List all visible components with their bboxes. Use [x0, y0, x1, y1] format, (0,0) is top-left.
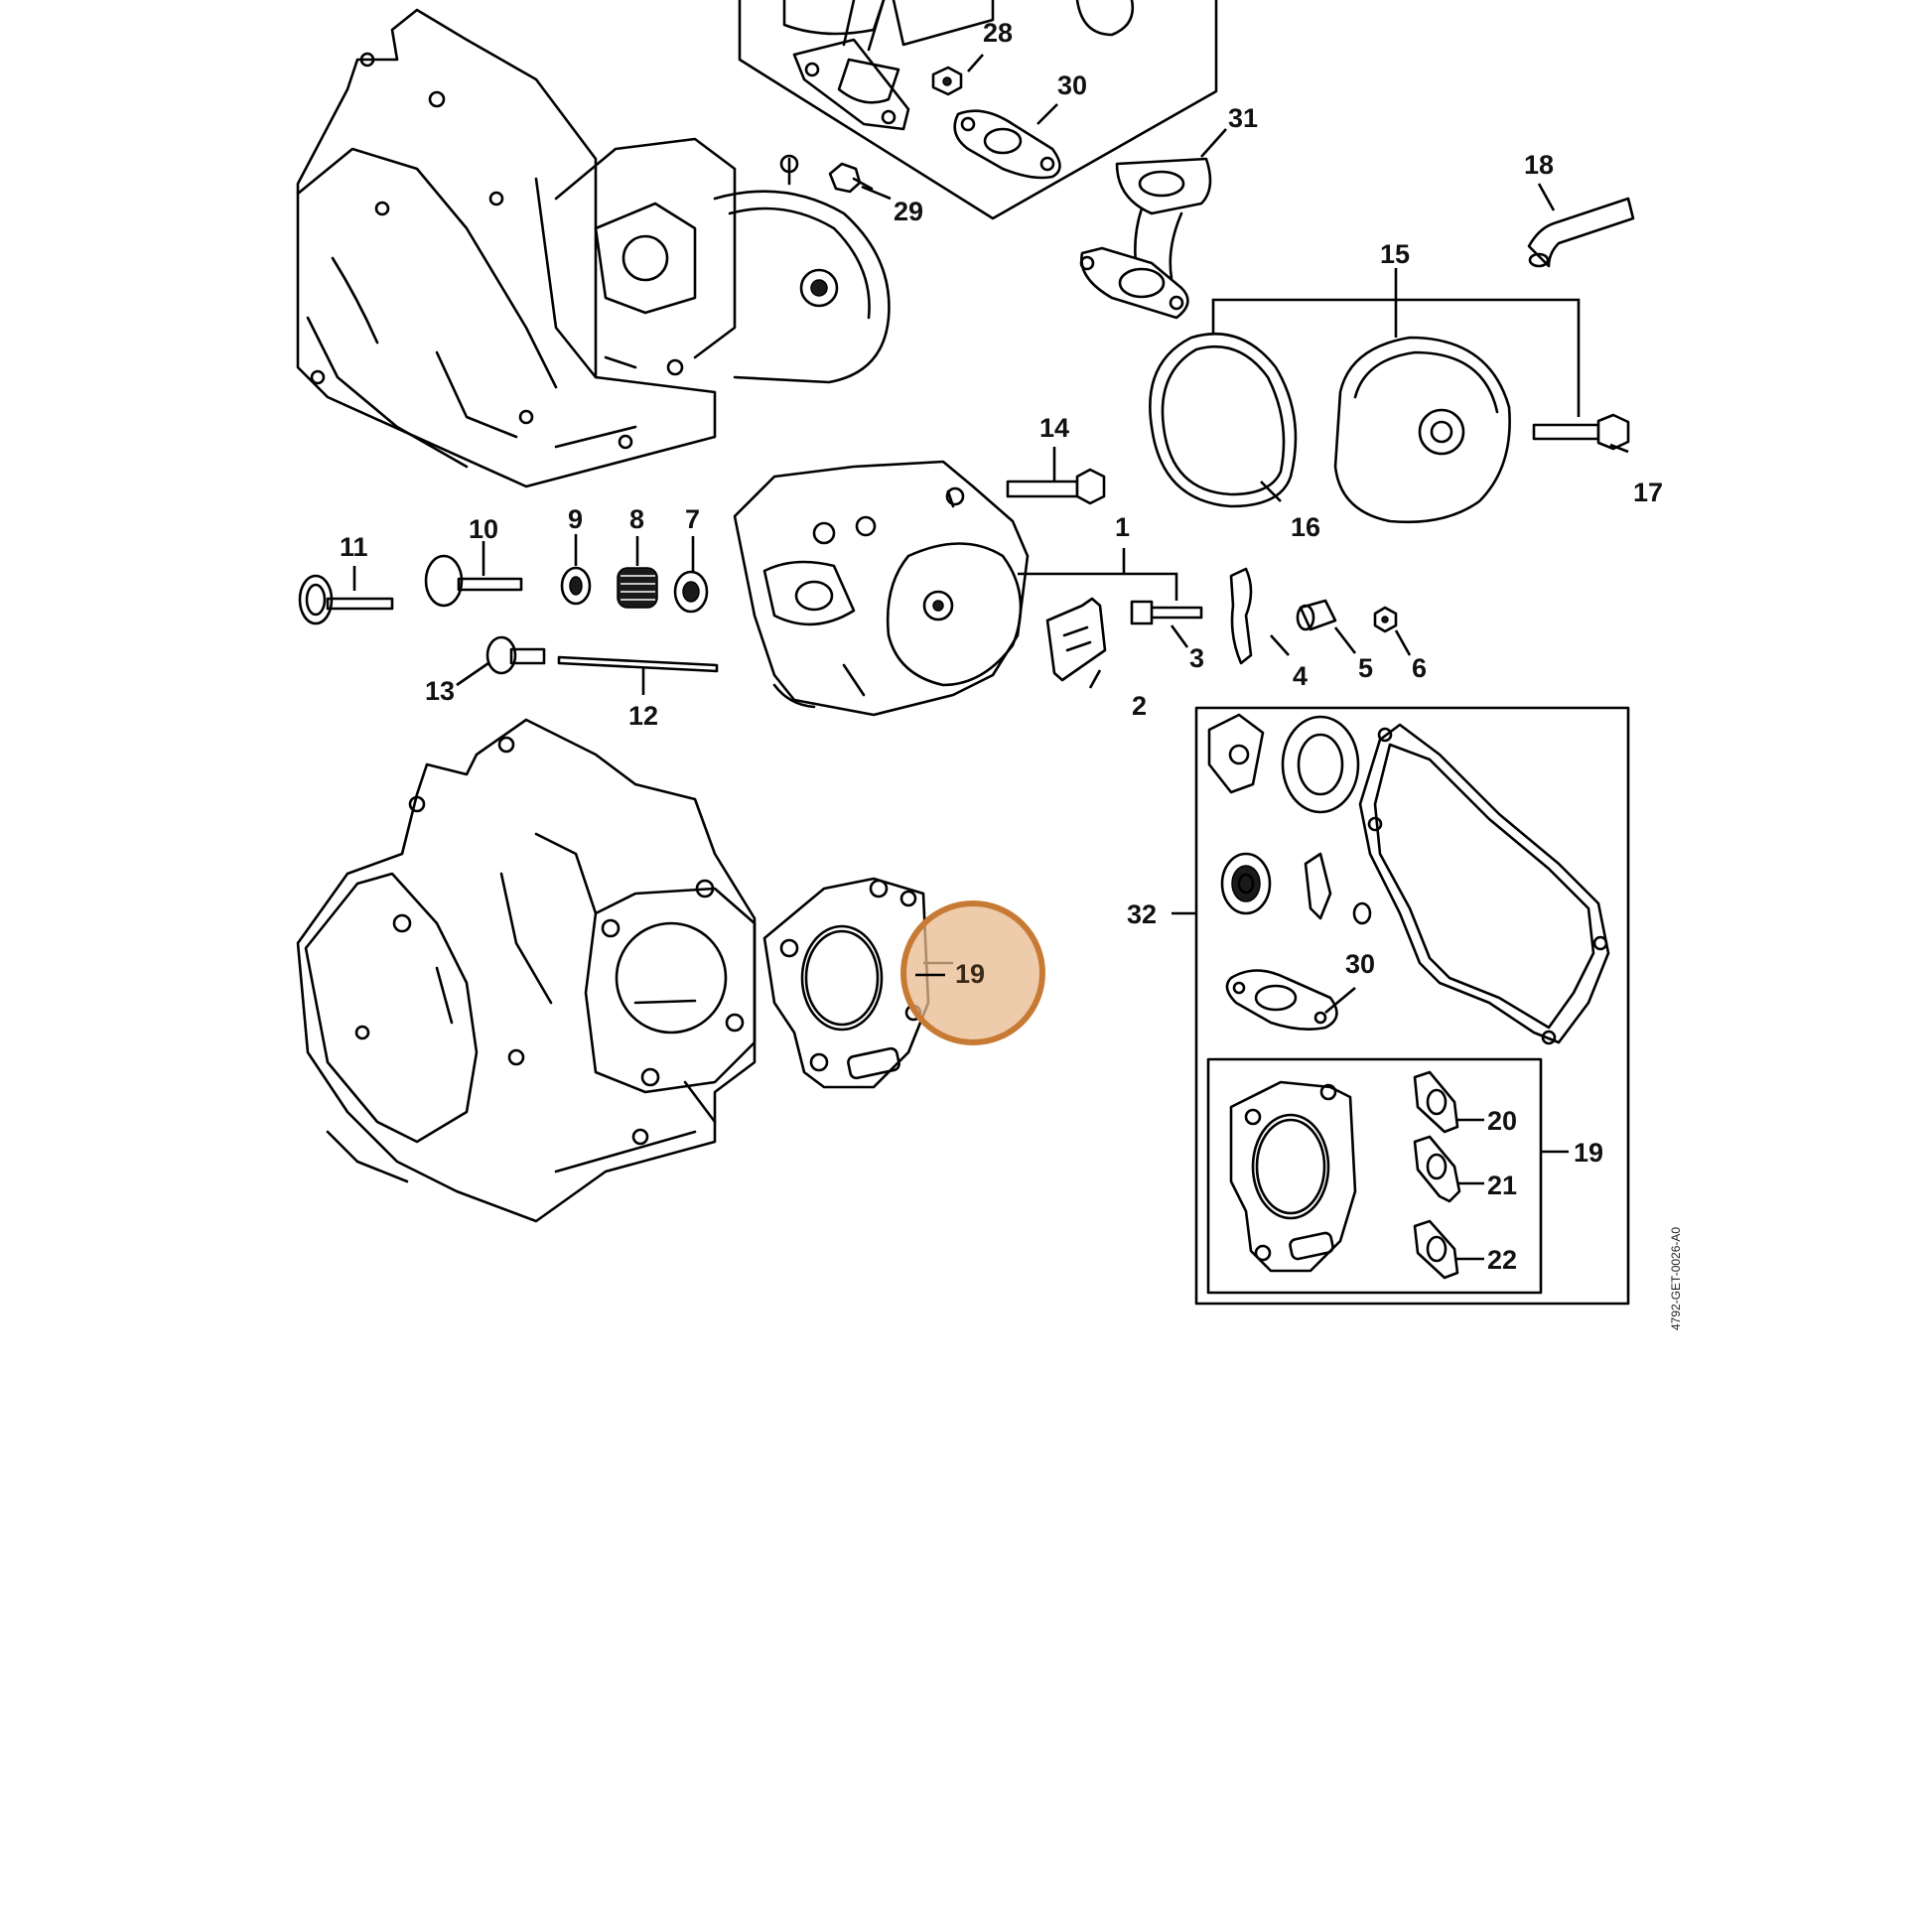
hose-18: [1527, 197, 1635, 268]
pivot-5: [1296, 599, 1337, 631]
retainer-9: [560, 566, 592, 606]
tappet-13: [485, 635, 546, 675]
valve-cover-15: [1333, 336, 1511, 524]
rocker-arm-4: [1229, 567, 1253, 665]
label-30-top: 30: [1057, 70, 1087, 100]
bracket-15: [1211, 268, 1581, 417]
label-20: 20: [1487, 1106, 1517, 1136]
label-19-box: 19: [1574, 1138, 1603, 1168]
label-22: 22: [1487, 1245, 1517, 1275]
exhaust-pipe-31: [1079, 157, 1212, 320]
label-13: 13: [425, 676, 455, 706]
label-21: 21: [1487, 1171, 1517, 1200]
label-15: 15: [1380, 239, 1410, 269]
label-8: 8: [629, 504, 644, 534]
highlight-label-19: 19: [955, 959, 985, 989]
label-9: 9: [568, 504, 583, 534]
label-31: 31: [1228, 103, 1258, 133]
muffler-box: [738, 0, 1218, 220]
crankcase-lower: [296, 718, 757, 1223]
part-labels: 28 30 31 29 18 15 14 16 17 1 2 3 4 5 6 1…: [340, 18, 1683, 1330]
nut-6: [1373, 606, 1398, 633]
label-5: 5: [1358, 653, 1373, 683]
gasket-16: [1149, 332, 1298, 508]
label-11: 11: [340, 532, 368, 562]
gasket-30-top: [953, 109, 1061, 180]
label-10: 10: [469, 514, 498, 544]
cylinder-head: [733, 460, 1030, 717]
nut-28: [931, 66, 963, 96]
label-18: 18: [1524, 150, 1554, 180]
gasket-kit-32: [1172, 706, 1630, 1306]
label-16: 16: [1291, 512, 1320, 542]
drawing-code: 4792-GET-0026-A0: [1669, 1227, 1683, 1330]
label-1: 1: [1115, 512, 1130, 542]
valve-11: [298, 574, 394, 625]
bracket-1: [1018, 548, 1178, 601]
screw-17: [1532, 413, 1630, 451]
label-6: 6: [1412, 653, 1427, 683]
gasket-set-19: [1206, 1057, 1569, 1295]
label-17: 17: [1633, 478, 1663, 507]
engine-assembly-top: [296, 8, 891, 488]
label-28: 28: [983, 18, 1013, 48]
label-14: 14: [1039, 413, 1069, 443]
label-7: 7: [685, 504, 700, 534]
label-2: 2: [1132, 691, 1147, 721]
label-32: 32: [1127, 899, 1157, 929]
label-12: 12: [628, 701, 658, 731]
seal-7: [673, 570, 709, 614]
guide-plate-2: [1045, 597, 1107, 682]
screw-29: [828, 162, 874, 194]
screw-14: [1006, 468, 1106, 505]
highlight-marker-19[interactable]: 19: [900, 900, 1045, 1045]
label-29: 29: [894, 197, 923, 226]
label-30-kit: 30: [1345, 949, 1375, 979]
pushrod-12: [557, 655, 719, 673]
label-3: 3: [1189, 643, 1204, 673]
stud-3: [1130, 600, 1203, 625]
valve-10: [424, 554, 523, 608]
head-gasket-19: [762, 877, 930, 1089]
label-4: 4: [1293, 661, 1308, 691]
spring-8: [617, 567, 658, 609]
